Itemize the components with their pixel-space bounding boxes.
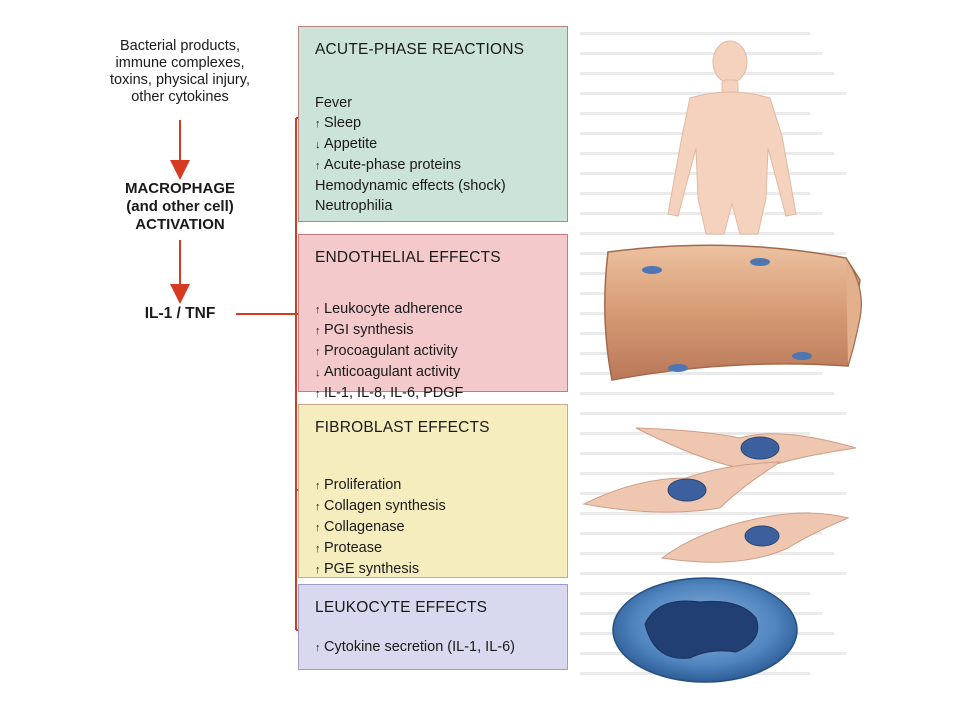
- increase-arrow-icon: ↑: [315, 543, 321, 555]
- effect-list: ↑Cytokine secretion (IL-1, IL-6): [315, 637, 515, 658]
- box-title: ACUTE-PHASE REACTIONS: [315, 41, 525, 58]
- increase-arrow-icon: ↑: [315, 118, 321, 130]
- increase-arrow-icon: ↑: [315, 501, 321, 513]
- endothelial-effects-box: ENDOTHELIAL EFFECTS ↑Leukocyte adherence…: [298, 234, 568, 401]
- human-body-icon: [667, 40, 797, 235]
- leukocyte-cell-icon: [612, 577, 798, 683]
- acute-phase-reactions-box: ACUTE-PHASE REACTIONS Fever↑Sleep↓Appeti…: [298, 26, 568, 222]
- box-title: FIBROBLAST EFFECTS: [315, 419, 490, 436]
- effect-item: ↑Acute-phase proteins: [315, 155, 506, 176]
- effect-text: Procoagulant activity: [324, 343, 458, 359]
- effect-text: PGE synthesis: [324, 561, 420, 577]
- effect-text: Anticoagulant activity: [324, 364, 461, 380]
- increase-arrow-icon: ↑: [315, 564, 321, 576]
- effect-text: Fever: [315, 95, 353, 111]
- activation-line: MACROPHAGE: [124, 180, 235, 197]
- increase-arrow-icon: ↑: [315, 388, 321, 400]
- activation-line: (and other cell): [126, 198, 234, 215]
- effect-item: ↑Procoagulant activity: [315, 341, 463, 362]
- blood-vessel-icon: [604, 244, 862, 381]
- stimulus-line: toxins, physical injury,: [110, 72, 250, 88]
- increase-arrow-icon: ↑: [315, 325, 321, 337]
- fibroblast-cells-icon: [582, 427, 857, 563]
- effect-text: Proliferation: [324, 477, 402, 493]
- effect-item: ↑Sleep: [315, 113, 506, 134]
- stimulus-line: Bacterial products,: [119, 38, 241, 54]
- box-title: ENDOTHELIAL EFFECTS: [315, 249, 501, 266]
- effect-item: Fever: [315, 93, 506, 113]
- effect-list: ↑Proliferation↑Collagen synthesis↑Collag…: [315, 475, 446, 580]
- effect-text: Leukocyte adherence: [324, 301, 463, 317]
- effect-list: Fever↑Sleep↓Appetite↑Acute-phase protein…: [315, 93, 506, 216]
- effect-list: ↑Leukocyte adherence↑PGI synthesis↑Proco…: [315, 299, 463, 404]
- effect-text: PGI synthesis: [324, 322, 414, 338]
- illustrations: [582, 40, 862, 683]
- effect-item: ↑Cytokine secretion (IL-1, IL-6): [315, 637, 515, 658]
- effect-text: Cytokine secretion (IL-1, IL-6): [324, 639, 515, 655]
- stimulus-line: other cytokines: [131, 89, 229, 105]
- macrophage-activation-label: MACROPHAGE (and other cell) ACTIVATION: [80, 180, 280, 234]
- effect-item: ↑IL-1, IL-8, IL-6, PDGF: [315, 383, 463, 404]
- leukocyte-effects-box: LEUKOCYTE EFFECTS ↑Cytokine secretion (I…: [298, 584, 568, 670]
- cytokine-label: IL-1 / TNF: [144, 305, 216, 322]
- increase-arrow-icon: ↑: [315, 642, 321, 654]
- effect-text: Collagen synthesis: [324, 498, 446, 514]
- effect-item: ↑Leukocyte adherence: [315, 299, 463, 320]
- effect-item: ↑Collagen synthesis: [315, 496, 446, 517]
- effect-item: ↑Proliferation: [315, 475, 446, 496]
- effect-text: Acute-phase proteins: [324, 157, 462, 173]
- increase-arrow-icon: ↑: [315, 304, 321, 316]
- increase-arrow-icon: ↑: [315, 480, 321, 492]
- effect-item: ↑PGI synthesis: [315, 320, 463, 341]
- stimulus-source-label: Bacterial products, immune complexes, to…: [80, 38, 280, 106]
- effect-item: ↑Collagenase: [315, 517, 446, 538]
- activation-line: ACTIVATION: [135, 216, 225, 233]
- decrease-arrow-icon: ↓: [315, 139, 321, 151]
- effect-text: Collagenase: [324, 519, 405, 535]
- effect-item: ↑PGE synthesis: [315, 559, 446, 580]
- effect-text: IL-1, IL-8, IL-6, PDGF: [324, 385, 464, 401]
- effect-text: Hemodynamic effects (shock): [315, 178, 506, 194]
- increase-arrow-icon: ↑: [315, 346, 321, 358]
- stimulus-line: immune complexes,: [115, 55, 245, 71]
- decrease-arrow-icon: ↓: [315, 367, 321, 379]
- effect-text: Appetite: [324, 136, 378, 152]
- effect-text: Sleep: [324, 115, 362, 131]
- connector-lines: [170, 117, 300, 631]
- effect-text: Neutrophilia: [315, 198, 393, 214]
- fibroblast-effects-box: FIBROBLAST EFFECTS ↑Proliferation↑Collag…: [298, 404, 568, 578]
- effect-item: Neutrophilia: [315, 196, 506, 216]
- effect-text: Protease: [324, 540, 383, 556]
- effect-item: ↓Anticoagulant activity: [315, 362, 463, 383]
- effect-item: ↓Appetite: [315, 134, 506, 155]
- box-title: LEUKOCYTE EFFECTS: [315, 599, 488, 616]
- cytokine-effects-figure: Bacterial products, immune complexes, to…: [40, 18, 866, 694]
- increase-arrow-icon: ↑: [315, 522, 321, 534]
- effect-item: Hemodynamic effects (shock): [315, 176, 506, 196]
- effect-item: ↑Protease: [315, 538, 446, 559]
- increase-arrow-icon: ↑: [315, 160, 321, 172]
